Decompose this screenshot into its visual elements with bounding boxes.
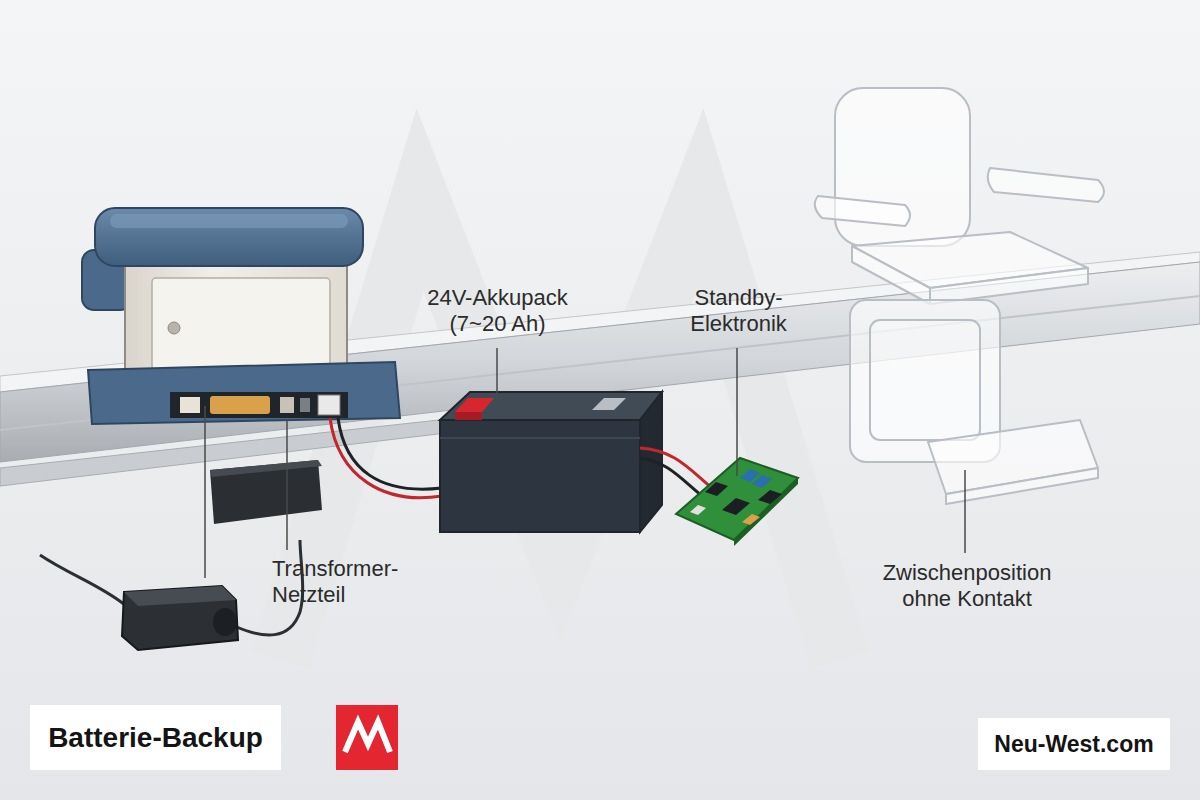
callout-label: Zwischenposition ohne Kontakt bbox=[862, 560, 1072, 613]
callout-label: Transformer- Netzteil bbox=[272, 556, 422, 609]
drive-unit bbox=[82, 208, 400, 424]
power-adapter bbox=[40, 540, 303, 650]
leader-line bbox=[205, 348, 965, 578]
brand-logo bbox=[336, 705, 398, 770]
box-text: Neu-West.com bbox=[994, 731, 1153, 758]
box-text: Batterie-Backup bbox=[48, 722, 263, 754]
drive-cable bbox=[330, 418, 442, 498]
brand-box: Neu-West.com bbox=[978, 718, 1170, 770]
callout-label: Standby- Elektronik bbox=[676, 285, 801, 338]
title-box: Batterie-Backup bbox=[30, 705, 281, 770]
stairlift-chair bbox=[815, 88, 1104, 504]
rail-box bbox=[210, 460, 322, 524]
callout-label: 24V-Akkupack (7~20 Ah) bbox=[405, 285, 590, 338]
battery-pack bbox=[440, 392, 662, 532]
pcb-cable bbox=[640, 448, 712, 496]
